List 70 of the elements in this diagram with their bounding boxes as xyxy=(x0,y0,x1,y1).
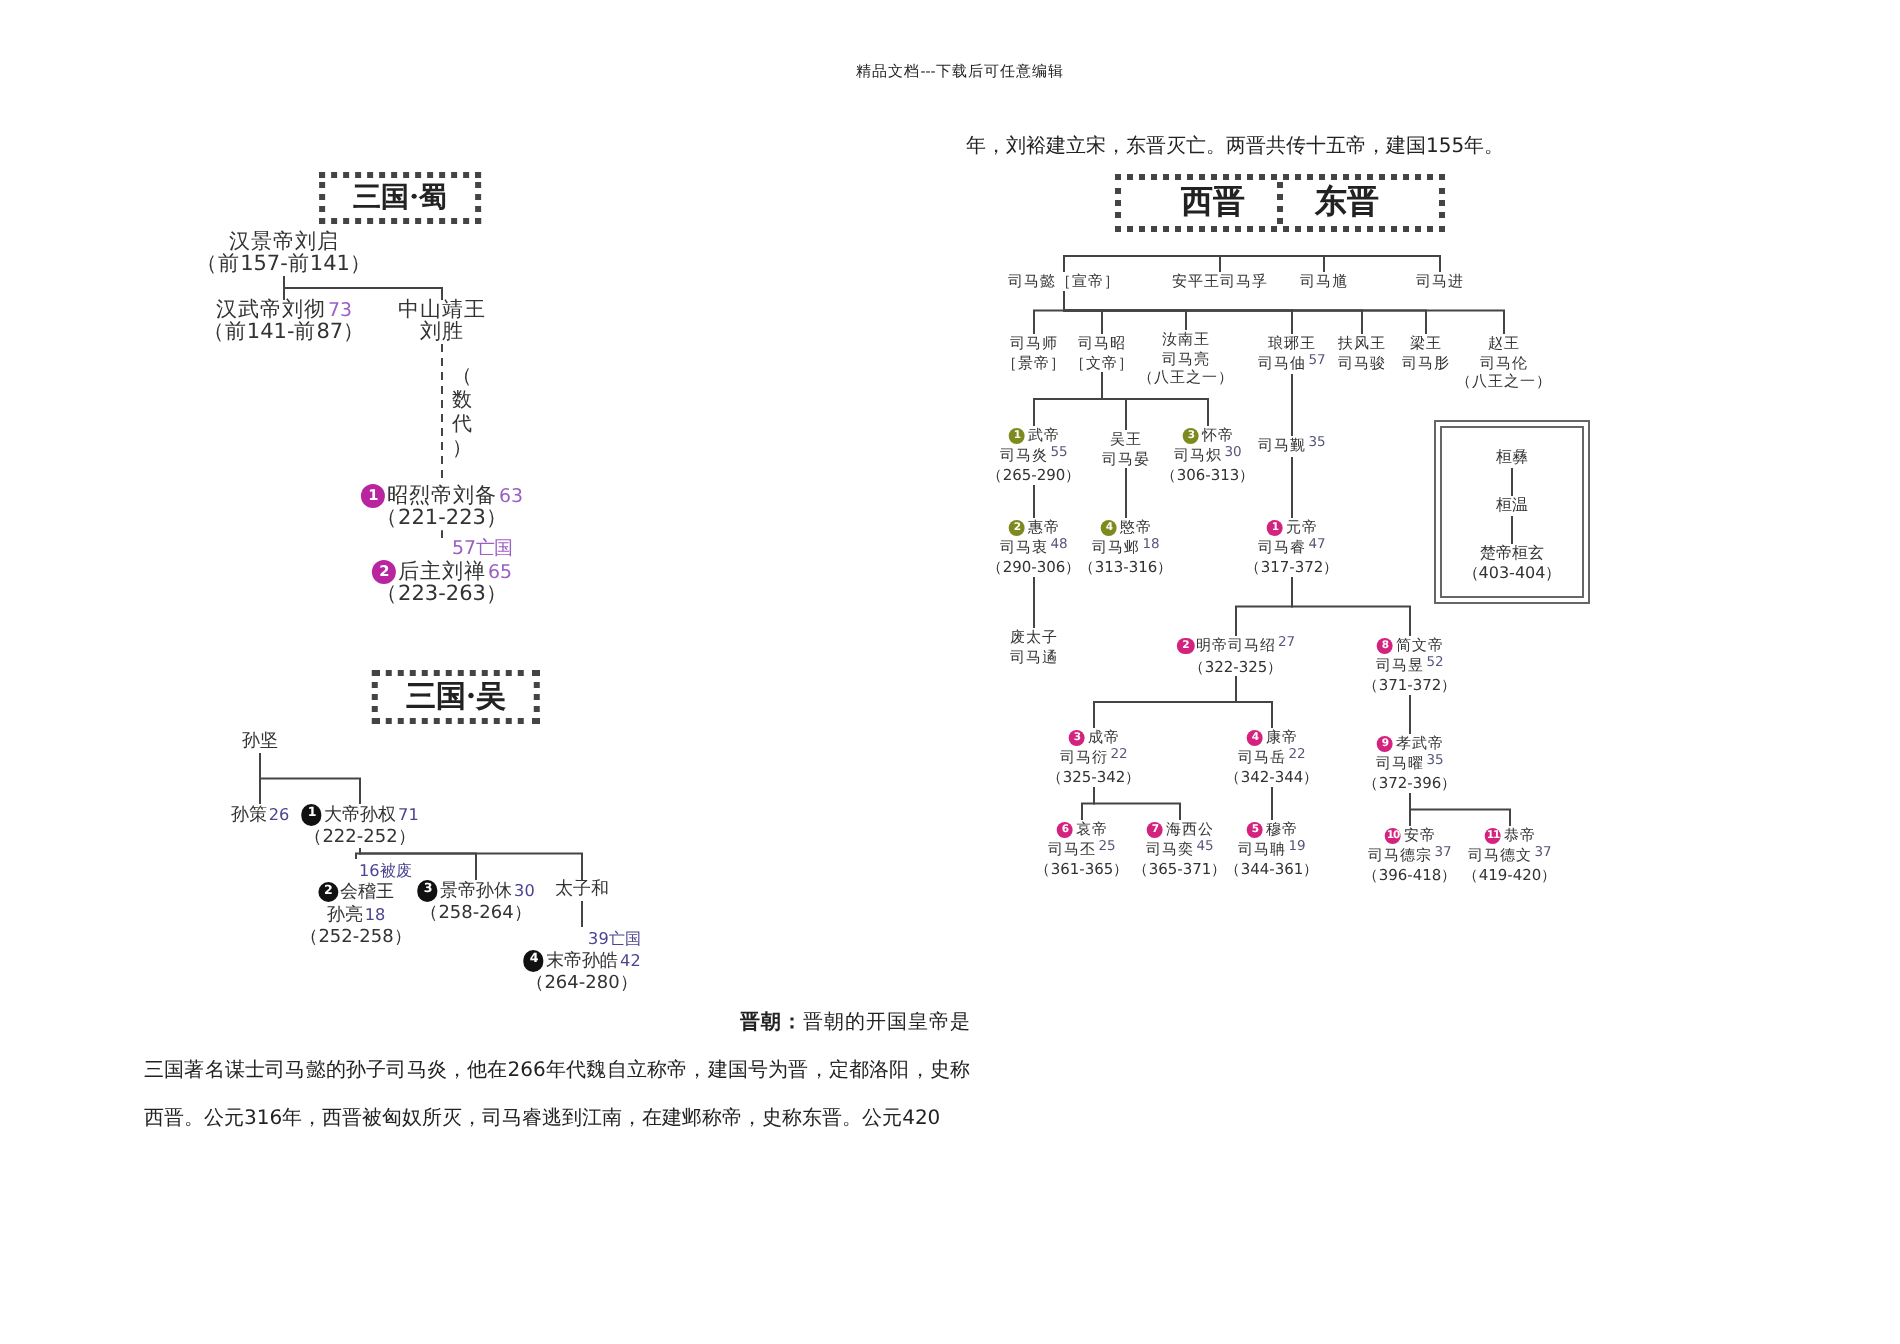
person-name: 景帝孙休 xyxy=(440,882,513,902)
person-name: 昭烈帝刘备 xyxy=(387,483,498,508)
connector-line xyxy=(1409,694,1411,735)
age-number: 65 xyxy=(488,561,513,584)
note-text: 16被废 xyxy=(359,859,412,879)
person-name: 后主刘禅 xyxy=(398,559,487,584)
person-name: 桓温 xyxy=(1496,496,1528,514)
connector-line xyxy=(1271,786,1273,821)
title-box: 三国·蜀 xyxy=(319,172,481,224)
connector-line xyxy=(581,900,583,928)
age-number: 30 xyxy=(514,880,535,900)
person-name: 会稽王 xyxy=(340,883,395,904)
connector-line xyxy=(1033,576,1035,629)
title-text: 西晋 xyxy=(1179,182,1247,224)
connector-line xyxy=(441,529,443,539)
person-name: 太子和 xyxy=(555,880,609,900)
age-number: 71 xyxy=(398,804,419,824)
connector-line xyxy=(1101,371,1209,427)
reign-years: （264-280） xyxy=(526,973,638,993)
age-number: 73 xyxy=(328,300,352,322)
connector-line xyxy=(1235,675,1273,729)
connector-line xyxy=(283,275,443,301)
person-name: 楚帝桓玄 xyxy=(1480,544,1544,562)
reign-years: （222-252） xyxy=(304,827,416,847)
reign-years: （252-258） xyxy=(300,927,412,948)
connector-line xyxy=(1511,515,1513,545)
connector-line xyxy=(1033,484,1035,519)
reign-years: （403-404） xyxy=(1462,564,1562,582)
edge-label: （数代） xyxy=(450,366,474,462)
title-box: 三国·吴 xyxy=(371,670,541,724)
connector-line xyxy=(1063,290,1505,335)
connector-line xyxy=(1323,255,1441,273)
connector-line xyxy=(359,847,583,881)
person-name: 孙坚 xyxy=(242,732,278,752)
connector-line xyxy=(1291,373,1293,437)
age-number: 26 xyxy=(268,804,290,824)
person-name: 孙亮 xyxy=(326,906,363,927)
reign-years: （前141-前87） xyxy=(202,320,366,344)
title-box xyxy=(1115,174,1445,232)
connector-line xyxy=(1511,467,1513,497)
note-text: 39亡国 xyxy=(588,927,641,947)
title-text: 东晋 xyxy=(1277,182,1411,224)
connector-line xyxy=(1409,792,1511,827)
connector-line xyxy=(355,847,361,860)
person-name: 桓彝 xyxy=(1496,448,1528,466)
person-name: 孙策 xyxy=(230,806,267,826)
reign-years: （258-264） xyxy=(420,903,532,923)
person-name: 汉武帝刘彻 xyxy=(216,298,326,322)
person-name: 刘胜 xyxy=(420,320,464,344)
age-number: 42 xyxy=(620,950,641,970)
person-name: 末帝孙皓 xyxy=(546,952,619,972)
connector-line xyxy=(1093,786,1181,821)
frame-box xyxy=(1434,420,1590,604)
person-name: 大帝孙权 xyxy=(324,806,397,826)
age-number: 63 xyxy=(499,485,524,508)
person-name: 汉景帝刘启 xyxy=(229,230,339,254)
connector-line xyxy=(1219,255,1325,273)
connector-line xyxy=(1063,255,1221,273)
body-paragraph: 晋朝：晋朝的开国皇帝是三国著名谋士司马懿的孙子司马炎，他在266年代魏自立称帝，建国号为晋，定都洛阳，史称西晋。公元316年，西晋被匈奴所灭，司马睿逃到江南，在建邺称帝，史称东晋。公元420 xyxy=(144,1009,970,1134)
reign-years: （221-223） xyxy=(376,506,508,531)
age-number: 18 xyxy=(364,904,386,925)
person-name: 中山靖王 xyxy=(398,298,486,322)
connector-line xyxy=(259,752,361,805)
reign-years: （223-263） xyxy=(376,582,508,607)
reign-years: （前157-前141） xyxy=(196,252,372,276)
body-text: 年，刘裕建立宋，东晋灭亡。两晋共传十五帝，建国155年。 xyxy=(966,133,1505,160)
note-text: 57亡国 xyxy=(452,538,513,560)
connector-line xyxy=(1291,456,1293,519)
connector-line xyxy=(1125,467,1127,519)
connector-line xyxy=(1291,576,1411,637)
